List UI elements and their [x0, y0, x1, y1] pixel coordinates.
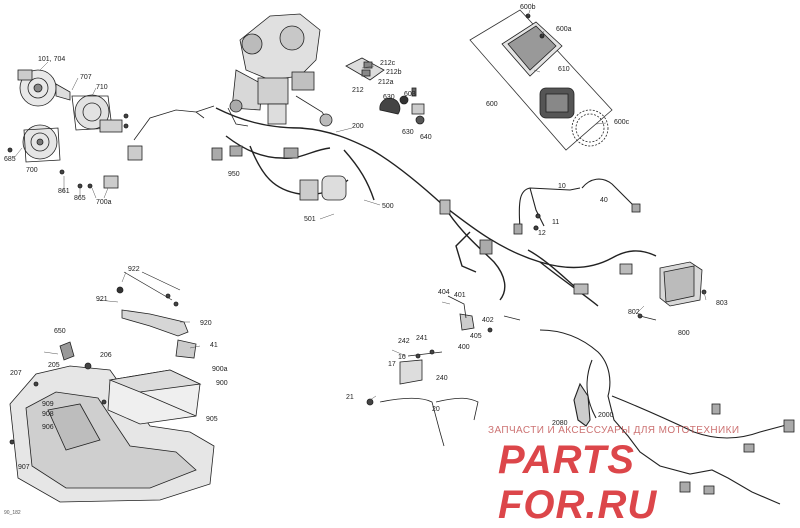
ecm-module: [637, 261, 707, 321]
callout-600c: 600c: [614, 119, 630, 126]
callout-41: 41: [210, 342, 218, 349]
callout-600a: 600a: [556, 26, 572, 33]
callout-909: 909: [42, 401, 54, 408]
callout-685: 685: [4, 156, 16, 163]
callout-101: 101, 704: [38, 56, 66, 63]
callout-400: 400: [458, 344, 470, 351]
callout-710: 710: [96, 84, 108, 91]
callout-700a: 700a: [96, 199, 112, 206]
callout-10: 10: [558, 183, 566, 190]
rear-harness: [539, 329, 795, 505]
callout-500: 500: [382, 203, 394, 210]
callout-861: 861: [58, 188, 70, 195]
gauge-cluster: [469, 9, 613, 151]
callout-600b: 600b: [520, 4, 536, 11]
callout-212: 212: [352, 87, 364, 94]
callout-207: 207: [10, 370, 22, 377]
sensor-group: [379, 87, 425, 125]
callout-630-bottom: 630: [402, 129, 414, 136]
callout-803: 803: [716, 300, 728, 307]
figure-code: 90_182: [4, 510, 21, 516]
callout-921: 921: [96, 296, 108, 303]
callout-12: 12: [538, 230, 546, 237]
watermark-tagline: ЗАПЧАСТИ И АКСЕССУАРЫ ДЛЯ МОТОТЕХНИКИ: [488, 425, 740, 436]
callout-501: 501: [304, 216, 316, 223]
engine-component-cluster: [227, 13, 333, 127]
callout-401: 401: [454, 292, 466, 299]
callout-240: 240: [436, 375, 448, 382]
callout-908: 908: [42, 411, 54, 418]
callout-404: 404: [438, 289, 450, 296]
callout-920: 920: [200, 320, 212, 327]
callout-906: 906: [42, 424, 54, 431]
callout-950: 950: [228, 171, 240, 178]
callout-241: 241: [416, 335, 428, 342]
callout-800: 800: [678, 330, 690, 337]
watermark-logo: PARTS FOR.RU: [498, 438, 658, 527]
callout-640: 640: [420, 134, 432, 141]
main-harness: [211, 107, 657, 307]
callout-907: 907: [18, 464, 30, 471]
callout-leader-lines: [13, 9, 707, 401]
callout-11: 11: [552, 219, 560, 226]
callout-900: 900: [216, 380, 228, 387]
callout-610: 610: [558, 66, 570, 73]
callout-405: 405: [470, 333, 482, 340]
callout-700: 700: [26, 167, 38, 174]
callout-707: 707: [80, 74, 92, 81]
callout-2000: 2000: [598, 412, 614, 419]
callout-600: 600: [486, 101, 498, 108]
battery-tray-group: [9, 271, 215, 503]
callout-206: 206: [100, 352, 112, 359]
callout-2080: 2080: [552, 420, 568, 427]
callout-905: 905: [206, 416, 218, 423]
relay-block: [345, 57, 385, 81]
callout-650: 650: [54, 328, 66, 335]
harness-10-40: [513, 178, 641, 235]
callout-603: 603: [404, 91, 416, 98]
callout-212c: 212c: [380, 60, 396, 67]
bracket-and-lead-group: [366, 295, 521, 447]
callout-21: 21: [346, 394, 354, 401]
callout-205: 205: [48, 362, 60, 369]
callout-242: 242: [398, 338, 410, 345]
callout-900a: 900a: [212, 366, 228, 373]
callout-865: 865: [74, 195, 86, 202]
callout-20: 20: [432, 406, 440, 413]
callout-212b: 212b: [386, 69, 402, 76]
callout-16: 16: [398, 354, 406, 361]
callout-17: 17: [388, 361, 396, 368]
callout-402: 402: [482, 317, 494, 324]
callout-802: 802: [628, 309, 640, 316]
callout-212a: 212a: [378, 79, 394, 86]
callout-40: 40: [600, 197, 608, 204]
callout-922: 922: [128, 266, 140, 273]
magneto-group: [7, 69, 215, 189]
callout-630-top: 630: [383, 94, 395, 101]
callout-200: 200: [352, 123, 364, 130]
